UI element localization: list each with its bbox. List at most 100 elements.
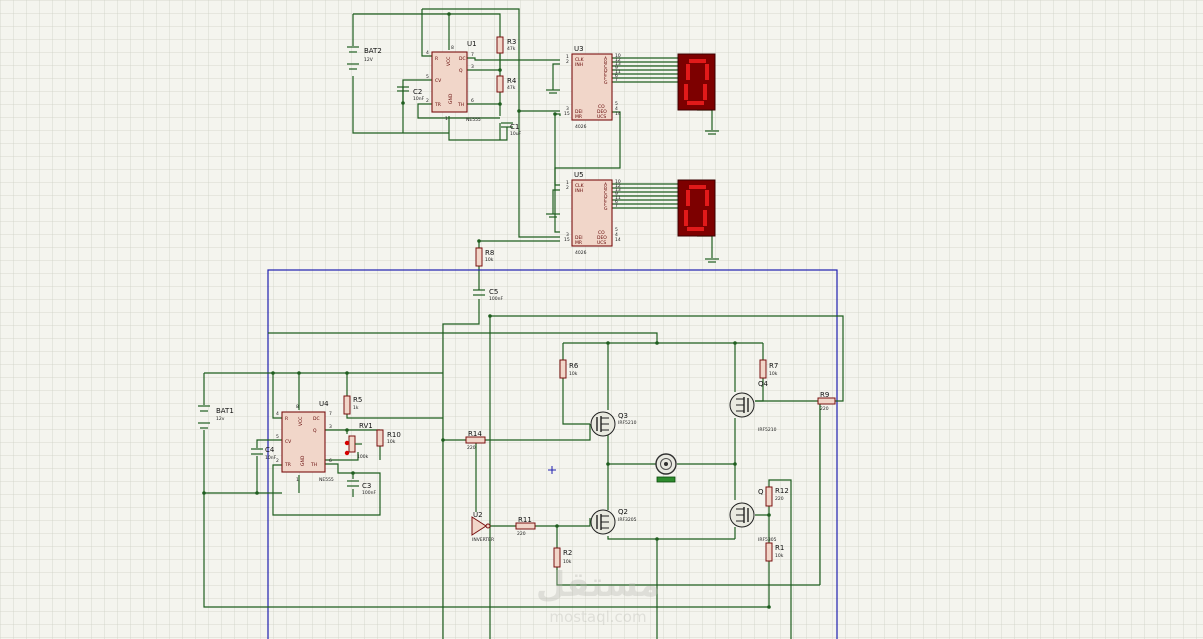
resistor-r11[interactable]: R11 220 bbox=[515, 516, 536, 537]
svg-text:Q3: Q3 bbox=[618, 412, 628, 420]
svg-text:R5: R5 bbox=[353, 396, 362, 404]
svg-text:10k: 10k bbox=[485, 257, 494, 263]
svg-text:6: 6 bbox=[615, 73, 618, 79]
svg-text:R12: R12 bbox=[775, 487, 789, 495]
resistor-r7[interactable]: R7 10k bbox=[759, 359, 778, 379]
motor-icon[interactable] bbox=[655, 453, 677, 483]
svg-text:G: G bbox=[604, 206, 608, 212]
svg-text:10: 10 bbox=[615, 53, 621, 59]
battery-bat2[interactable]: BAT2 12V bbox=[347, 46, 382, 70]
svg-text:DEO: DEO bbox=[597, 109, 607, 115]
svg-text:10uF: 10uF bbox=[510, 131, 522, 137]
svg-text:10k: 10k bbox=[563, 559, 572, 565]
svg-text:220: 220 bbox=[775, 496, 784, 502]
svg-text:47k: 47k bbox=[507, 85, 516, 91]
svg-text:GND: GND bbox=[448, 93, 454, 104]
svg-text:مستقل: مستقل bbox=[536, 565, 660, 605]
svg-text:8: 8 bbox=[296, 404, 299, 410]
svg-text:7: 7 bbox=[615, 203, 618, 209]
svg-text:F: F bbox=[604, 202, 607, 208]
svg-text:13: 13 bbox=[615, 61, 621, 67]
svg-text:15: 15 bbox=[564, 111, 570, 117]
u1-part: NE555 bbox=[466, 117, 481, 123]
svg-text:TH: TH bbox=[310, 462, 317, 468]
svg-text:14: 14 bbox=[615, 111, 621, 117]
svg-text:DEI: DEI bbox=[575, 109, 583, 115]
seven-segment-display-1: 0 bbox=[677, 53, 716, 111]
resistor-r14[interactable]: R14 220 bbox=[465, 430, 486, 451]
svg-text:R: R bbox=[285, 416, 288, 422]
mosfet-q1[interactable]: Q IRF5305 bbox=[729, 488, 777, 543]
svg-text:BAT1: BAT1 bbox=[216, 407, 234, 415]
battery-bat1[interactable]: BAT1 12v bbox=[198, 405, 234, 429]
resistor-r1[interactable]: R1 10k bbox=[765, 542, 784, 562]
svg-text:CV: CV bbox=[435, 78, 442, 84]
svg-text:10k: 10k bbox=[769, 371, 778, 377]
svg-text:5: 5 bbox=[276, 434, 279, 440]
svg-text:UCS: UCS bbox=[597, 240, 606, 246]
svg-text:UCS: UCS bbox=[597, 114, 606, 120]
svg-text:mostaql.com: mostaql.com bbox=[549, 608, 646, 626]
svg-text:2: 2 bbox=[566, 185, 569, 191]
svg-text:NE555: NE555 bbox=[319, 477, 334, 483]
svg-text:A: A bbox=[604, 56, 608, 62]
svg-text:INH: INH bbox=[575, 62, 583, 68]
wires-top bbox=[352, 8, 713, 639]
svg-text:R11: R11 bbox=[518, 516, 532, 524]
resistor-r6[interactable]: R6 10k bbox=[559, 359, 579, 379]
svg-text:3: 3 bbox=[471, 64, 474, 70]
resistor-r3[interactable]: R3 47k bbox=[496, 36, 516, 54]
svg-text:8: 8 bbox=[451, 45, 454, 51]
ic-u5-4026[interactable]: U5 4026 CLK INH DEI MR A B C D E F G CO … bbox=[564, 171, 621, 256]
svg-text:A: A bbox=[604, 182, 608, 188]
resistor-r4[interactable]: R4 47k bbox=[496, 75, 517, 93]
seven-segment-display-2: 0 bbox=[677, 179, 716, 237]
svg-text:GND: GND bbox=[300, 455, 306, 466]
svg-text:IRF5210: IRF5210 bbox=[758, 427, 777, 433]
potentiometer-rv1[interactable]: RV1 100k bbox=[344, 422, 373, 460]
svg-text:9: 9 bbox=[615, 191, 618, 197]
resistor-r10[interactable]: R10 10k bbox=[376, 429, 401, 447]
svg-text:4: 4 bbox=[615, 232, 618, 238]
capacitor-c5[interactable]: C5 100nF bbox=[473, 288, 503, 302]
ic-u3-4026[interactable]: U3 4026 CLK INH DEI MR A B C D E F G CO … bbox=[564, 45, 621, 130]
svg-text:R8: R8 bbox=[485, 249, 494, 257]
mosfet-q2[interactable]: Q2 IRF3205 bbox=[590, 508, 637, 535]
svg-text:10k: 10k bbox=[387, 439, 396, 445]
capacitor-c4[interactable]: C4 10nF bbox=[251, 446, 277, 461]
svg-text:10nF: 10nF bbox=[413, 96, 425, 102]
mosfet-q4[interactable]: Q4 IRF5210 bbox=[729, 380, 777, 433]
svg-text:11: 11 bbox=[615, 195, 621, 201]
svg-text:Q: Q bbox=[313, 428, 317, 434]
bat2-ref: BAT2 bbox=[364, 47, 382, 55]
svg-text:4: 4 bbox=[276, 411, 279, 417]
svg-text:1: 1 bbox=[566, 54, 569, 60]
svg-text:R14: R14 bbox=[468, 430, 482, 438]
ic-u1-ne555[interactable]: U1 NE555 R CV TR DC Q TH VCC GND 4 5 2 7… bbox=[426, 40, 481, 123]
mosfet-q3[interactable]: Q3 IRF5210 bbox=[590, 411, 637, 437]
svg-text:13: 13 bbox=[615, 187, 621, 193]
blue-boundary bbox=[267, 269, 838, 639]
svg-text:R9: R9 bbox=[820, 391, 829, 399]
svg-text:DC: DC bbox=[313, 416, 320, 422]
resistor-r8[interactable]: R8 10k bbox=[475, 247, 494, 267]
inverter-u2[interactable]: U2 INVERTER bbox=[471, 511, 494, 543]
svg-text:IRF5305: IRF5305 bbox=[758, 537, 777, 543]
resistor-r5[interactable]: R5 1k bbox=[343, 395, 362, 415]
svg-text:1: 1 bbox=[566, 180, 569, 186]
capacitor-c2[interactable]: C2 10nF bbox=[397, 86, 425, 102]
svg-text:220: 220 bbox=[517, 531, 526, 537]
svg-text:2: 2 bbox=[426, 98, 429, 104]
capacitor-c3[interactable]: C3 100nF bbox=[347, 480, 376, 496]
svg-text:CO: CO bbox=[598, 104, 605, 110]
svg-text:R4: R4 bbox=[507, 77, 517, 85]
capacitor-c1[interactable]: C1 10uF bbox=[501, 122, 522, 137]
ic-u4-ne555[interactable]: U4 NE555 R CV TR DC Q TH VCC GND 4 5 2 7… bbox=[276, 400, 334, 483]
svg-text:TR: TR bbox=[284, 462, 291, 468]
svg-text:C3: C3 bbox=[362, 482, 371, 490]
resistor-r12[interactable]: R12 220 bbox=[765, 486, 789, 507]
resistor-r2[interactable]: R2 10k bbox=[553, 547, 572, 568]
resistor-r9[interactable]: R9 220 bbox=[817, 391, 836, 412]
svg-text:CLK: CLK bbox=[575, 183, 585, 189]
